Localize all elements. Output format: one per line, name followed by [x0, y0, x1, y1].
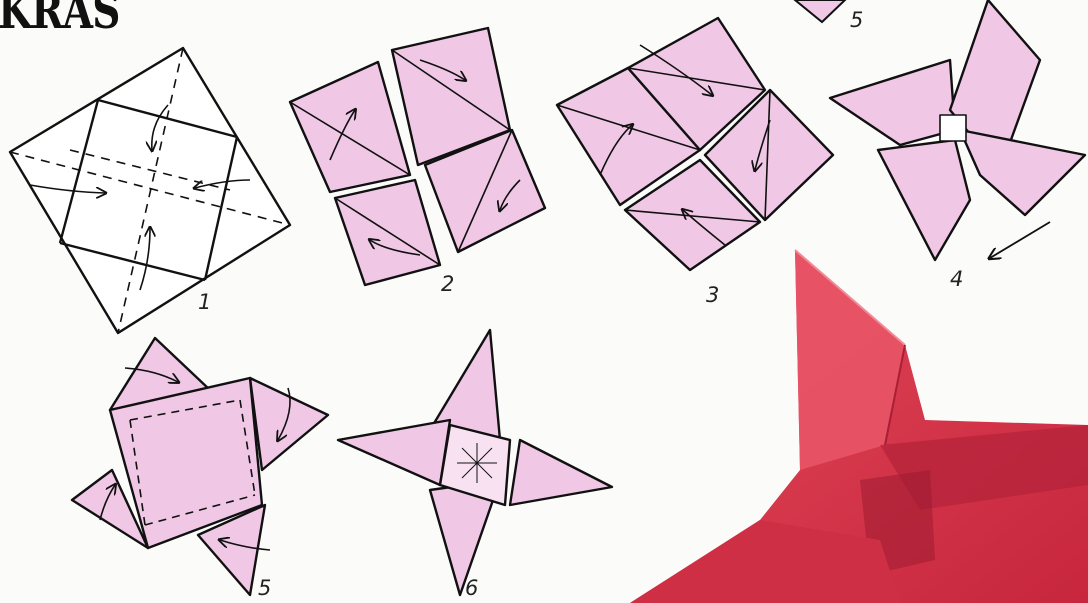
diagram-step-4 — [830, 0, 1085, 260]
step-number-5: 5 — [258, 576, 271, 600]
diagram-step-3 — [557, 18, 833, 270]
step-number-4: 4 — [950, 267, 963, 291]
diagram-step-5 — [72, 338, 328, 595]
step-number-3: 3 — [706, 283, 719, 307]
finished-model-photo — [630, 250, 1088, 603]
step-number-6: 6 — [465, 576, 478, 600]
diagram-step-2 — [290, 28, 545, 285]
diagram-step-6 — [338, 330, 612, 595]
top-fragment — [795, 0, 845, 22]
step-number-2: 2 — [441, 272, 454, 296]
fragment-step-number: 5 — [850, 8, 863, 32]
diagram-step-1 — [10, 48, 290, 333]
step-number-1: 1 — [198, 290, 211, 314]
